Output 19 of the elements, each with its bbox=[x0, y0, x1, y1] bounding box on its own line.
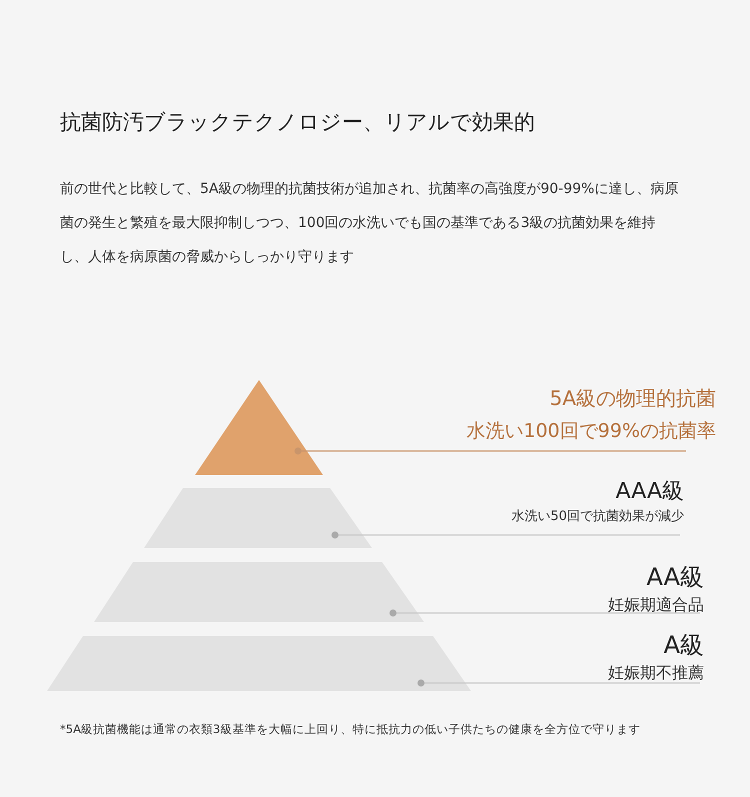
tier-heading: A級 bbox=[664, 630, 704, 661]
tier-heading: 5A級の物理的抗菌 bbox=[550, 385, 716, 411]
leader-line bbox=[294, 448, 686, 454]
tier-description: 妊娠期適合品 bbox=[608, 594, 704, 616]
description-paragraph: 前の世代と比較して、5A級の物理的抗菌技術が追加され、抗菌率の高強度が90-99%に達し、病原菌の発生と繁殖を最大限抑制しつつ、100回の水洗いでも国の基準である3級の抗菌効果を維持し、人体を病原菌の脅威からしっかり守ります bbox=[60, 180, 680, 267]
pyramid-tier bbox=[94, 562, 424, 622]
tier-description: 妊娠期不推薦 bbox=[608, 662, 704, 684]
tier-description: 水洗い50回で抗菌効果が減少 bbox=[511, 508, 684, 526]
tier-heading: AAA級 bbox=[616, 478, 684, 506]
footnote: *5A級抗菌機能は通常の衣類3級基準を大幅に上回り、特に抵抗力の低い子供たちの健康を全方位で守ります bbox=[60, 722, 642, 737]
pyramid-tier bbox=[144, 488, 372, 548]
tier-description: 水洗い100回で99%の抗菌率 bbox=[466, 419, 716, 444]
leader-line bbox=[390, 610, 700, 616]
tier-heading: AA級 bbox=[646, 562, 704, 593]
leader-line bbox=[332, 532, 680, 538]
pyramid-tier bbox=[47, 636, 471, 691]
leader-line bbox=[418, 680, 700, 686]
pyramid-tier bbox=[195, 380, 323, 475]
title: 抗菌防汚ブラックテクノロジー、リアルで効果的 bbox=[60, 109, 535, 136]
